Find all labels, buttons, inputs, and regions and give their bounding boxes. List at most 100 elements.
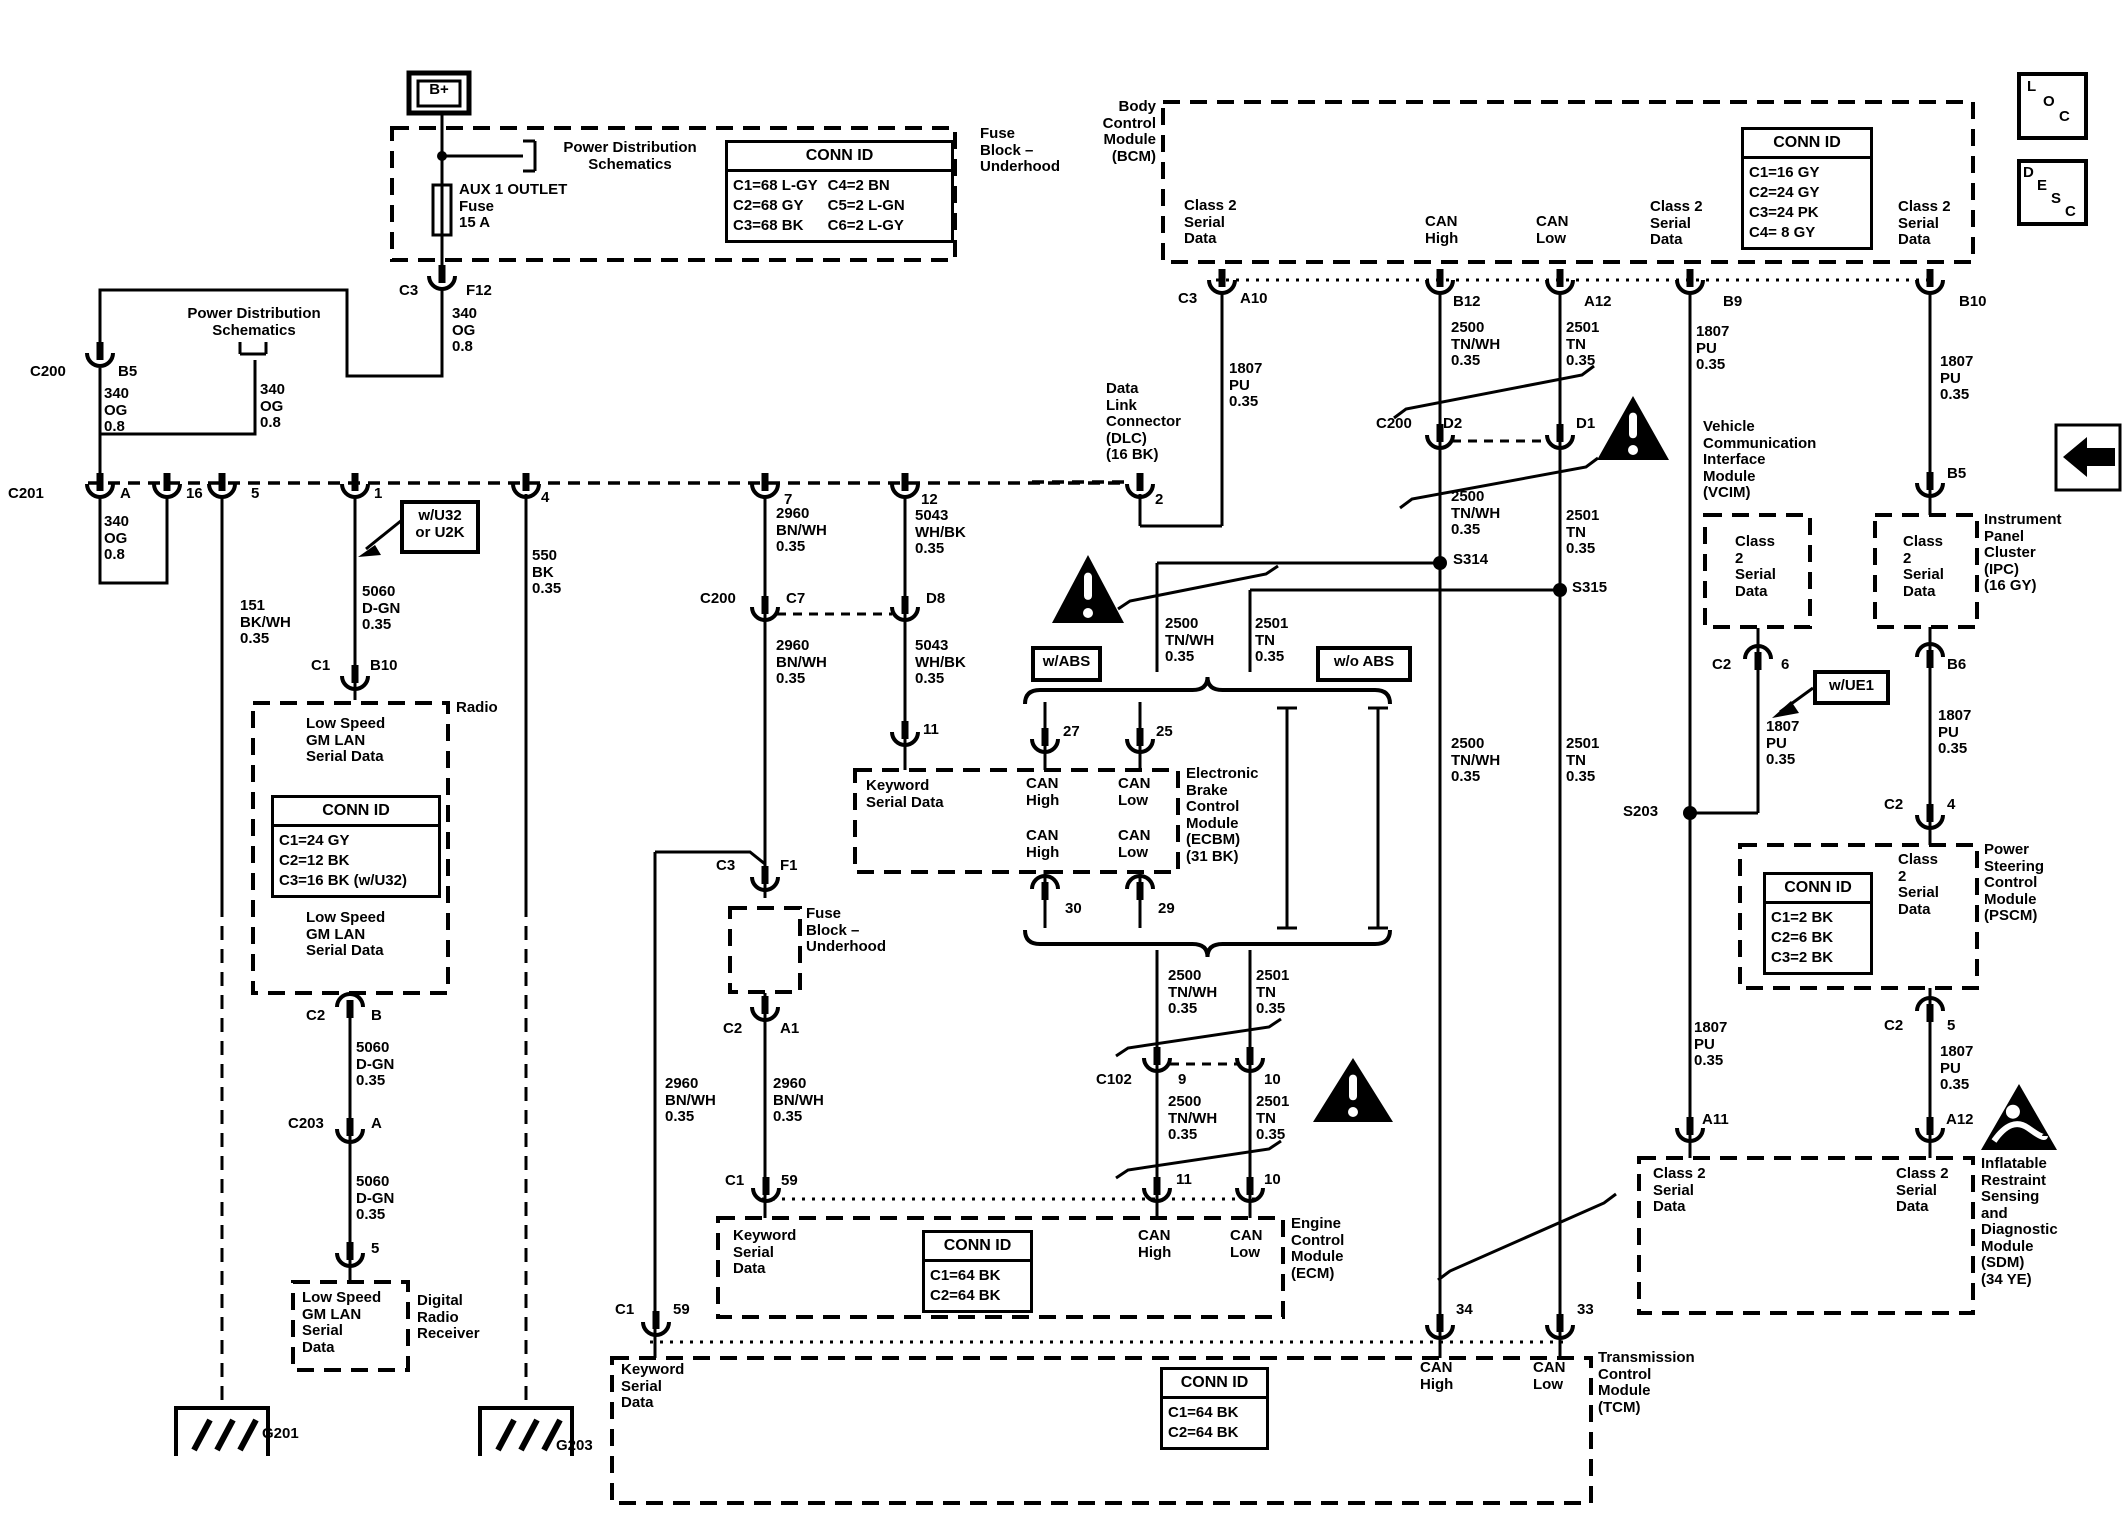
conn-id-pscm-col1: C1=2 BK C2=6 BK C3=2 BK [1771, 909, 1834, 966]
conn-id-fuse-block-col1: C1=68 L-GY C2=68 GY C3=68 BK [733, 177, 818, 234]
wu32-label: w/U32 or U2K [415, 507, 465, 541]
s203-label: S203 [1623, 803, 1659, 820]
radio-lan-bottom: Low Speed GM LAN Serial Data [306, 909, 386, 959]
radio-lan-top: Low Speed GM LAN Serial Data [306, 715, 386, 765]
c200-d8: D8 [926, 590, 946, 607]
bcm-label: Body Control Module (BCM) [1102, 98, 1156, 165]
fuse-block-underhood-box-2 [728, 906, 802, 994]
ecbm-label: Electronic Brake Control Module (ECBM) (… [1186, 765, 1259, 865]
connector-cup [1915, 482, 1945, 498]
warning-icon-1-bang-dot [1083, 608, 1093, 618]
warning-icon-2-bang-dot [1628, 445, 1638, 455]
c201-label: C201 [8, 485, 44, 502]
ecbm-canlow-2: CAN Low [1118, 827, 1151, 861]
connector-cup [1125, 738, 1155, 754]
loc-icon-letter: L [2027, 78, 2037, 95]
wire-2500-tnwh-4: 2500 TN/WH 0.35 [1168, 967, 1218, 1017]
radio-pin-b: B [371, 1007, 382, 1024]
ipc-b5: B5 [1947, 465, 1967, 482]
ecbm-canhigh-1: CAN High [1026, 775, 1060, 809]
c200-d1: D1 [1576, 415, 1596, 432]
ecbm-passthrough-bars [1277, 706, 1388, 930]
ecbm-canlow-1: CAN Low [1118, 775, 1151, 809]
conn-id-radio-col1: C1=24 GY C2=12 BK C3=16 BK (w/U32) [279, 832, 407, 889]
bcm-b9: B9 [1723, 293, 1743, 310]
junction-pds [437, 151, 447, 161]
connector-cup [1545, 1324, 1575, 1340]
connector-cup [1743, 644, 1773, 660]
bcm-b12: B12 [1453, 293, 1481, 310]
connector-cup [1915, 996, 1945, 1012]
wabs-box [1031, 646, 1102, 682]
ecbm-keyword-box [853, 768, 1180, 874]
c201-pin-1: 1 [374, 485, 383, 502]
wire-340-og-4: 340 OG 0.8 [104, 513, 130, 563]
c201-pin-5: 5 [251, 485, 260, 502]
ecm-pin-11: 11 [1176, 1171, 1192, 1188]
bcm-a10: A10 [1240, 290, 1268, 307]
ecbm-to-ecm-pair [1155, 950, 1252, 1218]
airbag-warning-icon-body [1991, 1121, 2048, 1143]
drr-pin-5: 5 [371, 1240, 380, 1257]
twist-3 [1117, 564, 1279, 611]
fb2-f1: F1 [780, 857, 798, 874]
wire-5060-dgn-3: 5060 D-GN 0.35 [356, 1173, 395, 1223]
wire-2501-tn-4: 2501 TN 0.35 [1256, 967, 1290, 1017]
connector-cup [207, 483, 237, 499]
airbag-warning-icon [1981, 1084, 2057, 1150]
pscm-pin-5: 5 [1947, 1017, 1956, 1034]
conn-id-ecm-body: C1=64 BK C2=64 BK [925, 1262, 1030, 1310]
wire-550-bk: 550 BK 0.35 [532, 547, 562, 597]
fb2-c2: C2 [723, 1020, 743, 1037]
woabs-box [1316, 646, 1412, 682]
pscm-label: Power Steering Control Module (PSCM) [1984, 841, 2045, 924]
conn-id-fuse-block-col2: C4=2 BN C5=2 L-GN C6=2 L-GY [827, 177, 905, 234]
tcm-pin-59: 59 [673, 1301, 690, 1318]
ipc-class2: Class 2 Serial Data [1903, 533, 1944, 600]
wire-2500-tnwh-3: 2500 TN/WH 0.35 [1165, 615, 1215, 665]
radio-label: Radio [456, 699, 498, 716]
connector-cup [85, 352, 115, 368]
radio-b10: B10 [370, 657, 398, 674]
ecm-c1: C1 [725, 1172, 745, 1189]
ecm-pin-59: 59 [781, 1172, 798, 1189]
conn-id-tcm-body: C1=64 BK C2=64 BK [1163, 1399, 1266, 1447]
bplus-label: B+ [429, 81, 449, 98]
wire-5043-whbk-2: 5043 WH/BK 0.35 [915, 637, 966, 687]
connector-cup [1030, 738, 1060, 754]
connector-cup [1425, 279, 1455, 295]
connector-cup [890, 606, 920, 622]
wire-2501-tn-1: 2501 TN 0.35 [1566, 319, 1600, 369]
connector-cup [1545, 279, 1575, 295]
connector-cup [1915, 1127, 1945, 1143]
wu32-arrow-line [365, 518, 403, 551]
connector-cup [890, 731, 920, 747]
vcim-c2: C2 [1712, 656, 1732, 673]
wire-2501-tn-6: 2501 TN 0.35 [1566, 735, 1600, 785]
ecbm-pin-29: 29 [1158, 900, 1175, 917]
conn-id-bcm-header: CONN ID [1744, 130, 1870, 159]
sdm-class2-2: Class 2 Serial Data [1896, 1165, 1949, 1215]
g201-label: G201 [262, 1425, 299, 1442]
fuse-symbol [431, 183, 453, 237]
c203-pin-a: A [371, 1115, 382, 1132]
c200-b5-c200: C200 [30, 363, 66, 380]
wire-340-og-1: 340 OG 0.8 [452, 305, 478, 355]
airbag-warning-icon-head [2005, 1104, 2020, 1119]
wire-2501-tn-5: 2501 TN 0.35 [1256, 1093, 1290, 1143]
drr-lan-label: Low Speed GM LAN Serial Data [302, 1289, 382, 1356]
ecbm-canhigh-2: CAN High [1026, 827, 1060, 861]
connector-cup [1425, 434, 1455, 450]
connector-cup [85, 483, 115, 499]
wire-1807-pu-7: 1807 PU 0.35 [1940, 1043, 1974, 1093]
conn-id-ecm-header: CONN ID [925, 1233, 1030, 1262]
desc-icon-letter: D [2023, 164, 2034, 181]
ground-g203-hatch [541, 1418, 563, 1452]
ground-g201-hatch [191, 1418, 213, 1452]
tcm-box [610, 1356, 1593, 1505]
